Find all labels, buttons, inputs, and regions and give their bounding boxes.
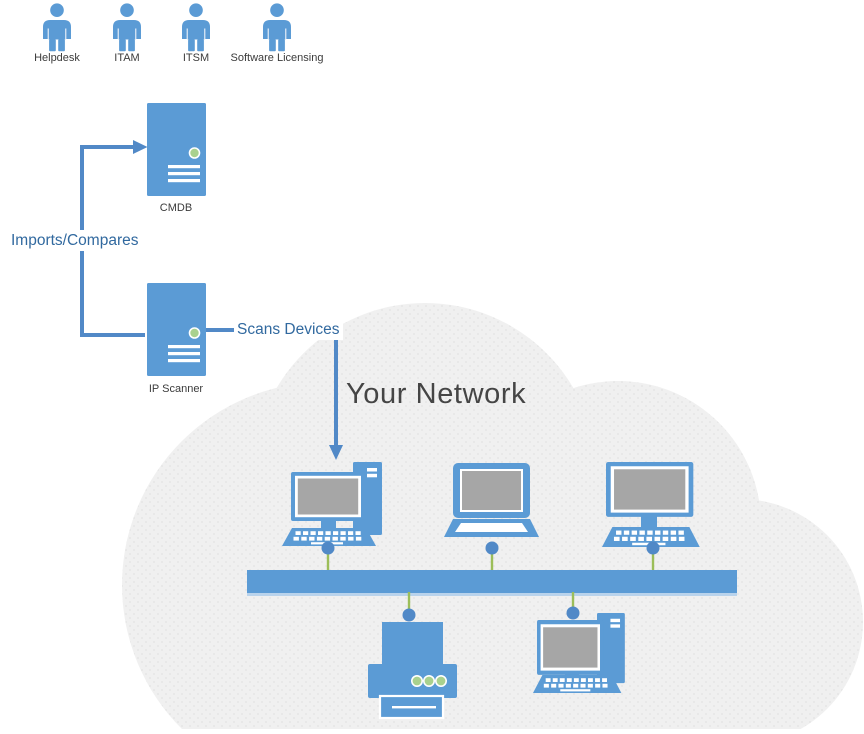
device-desktop-pc-2	[533, 613, 625, 693]
monitor-icon	[291, 472, 365, 521]
arrowhead-into-cmdb	[133, 140, 148, 154]
person-icon-software-licensing	[263, 3, 291, 52]
device-desktop-monitor	[602, 462, 700, 547]
network-backbone-bar-shadow	[247, 593, 737, 596]
monitor-icon	[606, 462, 694, 517]
actor-label-itam: ITAM	[114, 52, 140, 64]
connector-label-scans-devices: Scans Devices	[234, 319, 343, 341]
actor-label-itsm: ITSM	[182, 52, 210, 64]
actor-label-helpdesk: Helpdesk	[34, 52, 80, 64]
person-icon-helpdesk	[43, 3, 71, 52]
person-icon-itsm	[182, 3, 210, 52]
server-label-ip-scanner: IP Scanner	[148, 383, 204, 395]
server-label-cmdb: CMDB	[159, 202, 193, 214]
keyboard-icon	[533, 675, 622, 693]
device-desktop-pc-1	[282, 462, 382, 546]
connector-label-imports-compares: Imports/Compares	[8, 230, 142, 252]
arrowhead-into-network	[329, 445, 343, 460]
network-title: Your Network	[346, 378, 527, 410]
network-backbone-bar	[247, 570, 737, 593]
device-laptop	[444, 463, 539, 537]
server-icon-ip-scanner	[146, 282, 207, 377]
server-icon-cmdb	[146, 102, 207, 197]
device-connection-dots	[321, 541, 660, 622]
person-icon-itam	[113, 3, 141, 52]
device-printer	[368, 622, 457, 720]
actor-label-software-licensing: Software Licensing	[230, 52, 324, 64]
monitor-icon	[537, 620, 604, 675]
